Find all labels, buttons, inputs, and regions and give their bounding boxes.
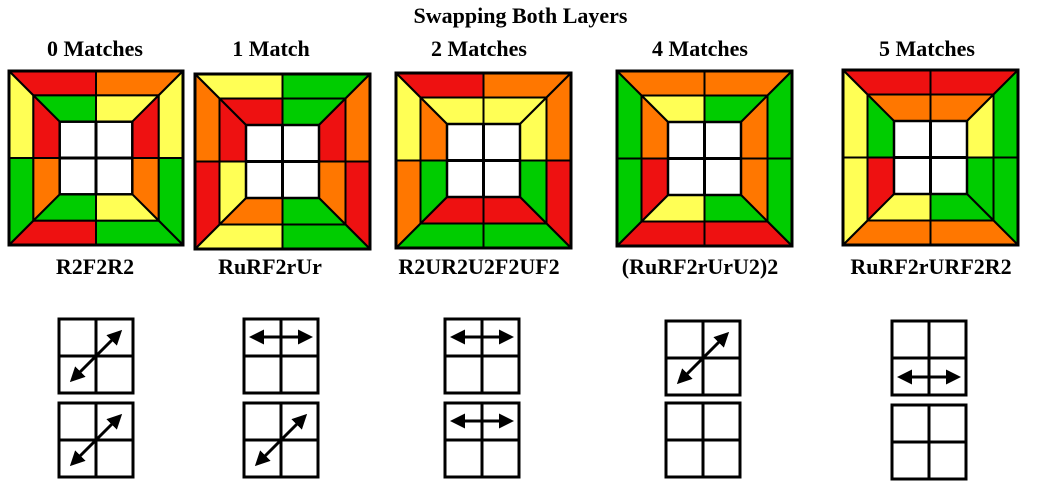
sticker-inner-left-bottom xyxy=(866,156,895,222)
algorithm-0: R2F2R2 xyxy=(55,254,135,279)
face-border xyxy=(615,69,794,248)
cube-face-1 xyxy=(193,72,372,251)
sticker-inner-bottom-right xyxy=(703,194,769,223)
cube-face-3 xyxy=(615,69,794,248)
panel-title-2: 2 Matches xyxy=(431,36,527,61)
sticker-inner-bottom-right xyxy=(281,197,347,226)
swap-box-3-top-layer xyxy=(664,319,742,397)
face-border xyxy=(7,69,185,247)
swap-arrow xyxy=(676,331,730,385)
sticker-inner-bottom-right xyxy=(95,193,160,222)
swap-box-4-bottom-layer xyxy=(890,403,968,481)
sticker-inner-left-bottom xyxy=(32,157,61,222)
panel-title-0: 0 Matches xyxy=(47,36,143,61)
panel-title-3: 4 Matches xyxy=(652,36,748,61)
swap-box-0-top-layer xyxy=(57,317,135,395)
panel-title-4: 5 Matches xyxy=(879,36,975,61)
swap-arrow xyxy=(69,329,123,383)
swap-box-3-bottom-layer xyxy=(664,401,742,479)
swap-box-2-top-layer xyxy=(443,317,521,395)
face-border xyxy=(394,71,573,250)
cube-face-0 xyxy=(7,69,185,247)
sticker-inner-left-bottom xyxy=(640,157,669,223)
face-border xyxy=(193,72,372,251)
swap-arrow xyxy=(254,413,308,467)
sticker-inner-left-bottom xyxy=(419,159,448,225)
swap-arrow xyxy=(69,413,123,467)
algorithm-1: RuRF2rUr xyxy=(218,254,322,279)
swap-box-1-bottom-layer xyxy=(242,401,320,479)
algorithm-4: RuRF2rURF2R2 xyxy=(850,254,1012,279)
cube-face-4 xyxy=(841,68,1020,247)
algorithm-2: R2UR2U2F2UF2 xyxy=(398,254,560,279)
face-border xyxy=(841,68,1020,247)
sticker-inner-left-bottom xyxy=(218,160,247,226)
sticker-inner-bottom-right xyxy=(929,193,995,222)
swap-box-0-bottom-layer xyxy=(57,401,135,479)
swap-box-1-top-layer xyxy=(242,317,320,395)
swap-box-4-top-layer xyxy=(890,319,968,397)
sticker-inner-bottom-right xyxy=(482,196,548,225)
cube-face-2 xyxy=(394,71,573,250)
algorithm-3: (RuRF2rUrU2)2 xyxy=(621,254,779,279)
swap-box-2-bottom-layer xyxy=(443,401,521,479)
figure-title: Swapping Both Layers xyxy=(413,3,628,28)
panel-title-1: 1 Match xyxy=(232,36,310,61)
